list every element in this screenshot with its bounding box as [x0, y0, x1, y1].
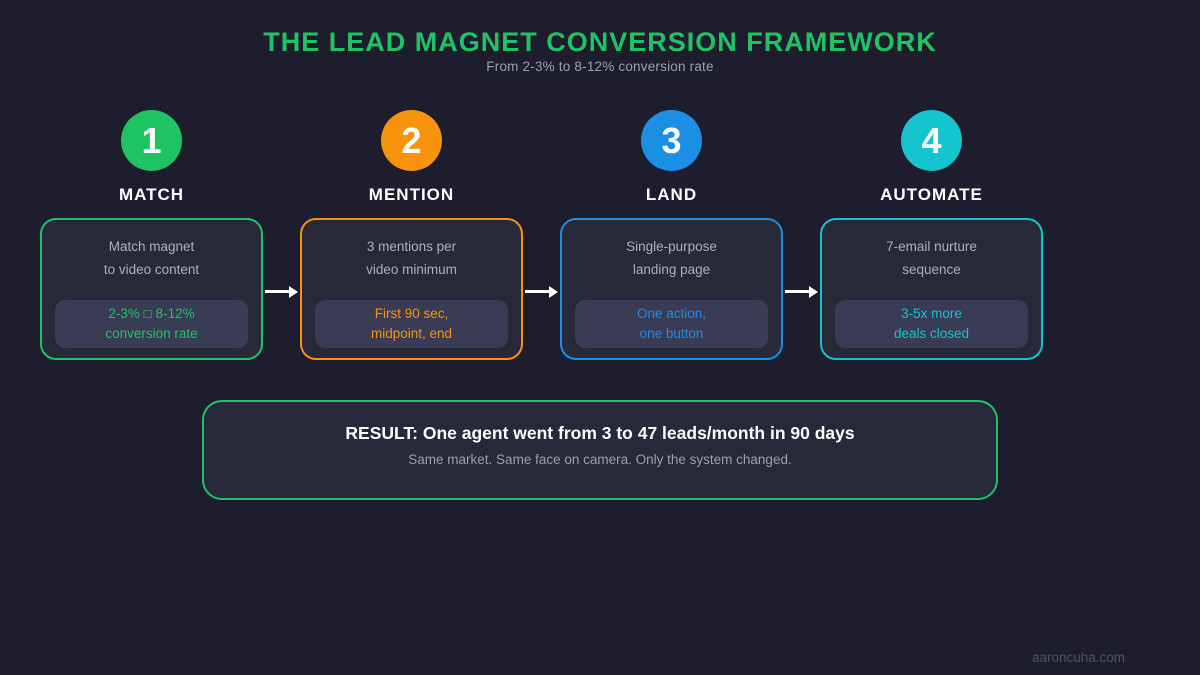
step-description-line: video minimum	[366, 261, 457, 277]
step-label: MATCH	[118, 185, 185, 204]
step-highlight-badge: 3-5x more deals closed	[835, 300, 1028, 348]
step-description: 7-email nurture sequence	[822, 220, 1041, 281]
page-subtitle: From 2-3% to 8-12% conversion rate	[486, 59, 714, 74]
step-highlight-badge: One action, one button	[575, 300, 768, 348]
step-number-badge: 4	[901, 110, 962, 171]
step-land-column: 3 LAND Single-purpose landing page One a…	[560, 110, 783, 360]
step-number-badge: 1	[121, 110, 182, 171]
step-highlight-line: one button	[639, 326, 704, 341]
arrow-stem	[265, 290, 290, 293]
step-card: Match magnet to video content 2-3% □ 8-1…	[40, 218, 263, 360]
step-match-column: 1 MATCH Match magnet to video content 2-…	[40, 110, 263, 360]
step-automate-column: 4 AUTOMATE 7-email nurture sequence 3-5x…	[820, 110, 1043, 360]
step-highlight-line: 2-3% □ 8-12%	[108, 306, 195, 321]
step-highlight-line: First 90 sec,	[374, 306, 449, 321]
step-highlight-line: One action,	[636, 306, 707, 321]
step-highlight-line: conversion rate	[105, 326, 198, 341]
step-description-line: 7-email nurture	[886, 239, 977, 254]
step-highlight-line: midpoint, end	[370, 326, 453, 341]
step-description-line: to video content	[103, 261, 200, 277]
arrow-head	[289, 285, 298, 298]
result-title: RESULT: One agent went from 3 to 47 lead…	[345, 423, 855, 443]
result-banner: RESULT: One agent went from 3 to 47 lead…	[202, 400, 998, 500]
arrow-right-icon	[263, 284, 300, 299]
step-number-badge: 2	[381, 110, 442, 171]
step-highlight-line: deals closed	[893, 326, 970, 341]
step-description-line: landing page	[632, 261, 711, 277]
step-number: 3	[661, 119, 682, 161]
arrow-head	[809, 285, 818, 298]
step-description: Single-purpose landing page	[562, 220, 781, 281]
step-label: MENTION	[368, 185, 455, 204]
step-card: 7-email nurture sequence 3-5x more deals…	[820, 218, 1043, 360]
watermark-text: aaroncuha.com	[1031, 650, 1125, 665]
step-number-badge: 3	[641, 110, 702, 171]
step-card: Single-purpose landing page One action, …	[560, 218, 783, 360]
step-label: LAND	[645, 185, 698, 204]
arrow-right-icon	[523, 284, 560, 299]
step-mention-column: 2 MENTION 3 mentions per video minimum F…	[300, 110, 523, 360]
step-highlight-badge: First 90 sec, midpoint, end	[315, 300, 508, 348]
arrow-stem	[525, 290, 550, 293]
result-subtitle: Same market. Same face on camera. Only t…	[408, 452, 792, 467]
step-description-line: 3 mentions per	[366, 239, 457, 254]
step-number: 1	[141, 119, 162, 161]
arrow-stem	[785, 290, 810, 293]
step-card: 3 mentions per video minimum First 90 se…	[300, 218, 523, 360]
step-description-line: sequence	[902, 261, 961, 277]
step-description-line: Single-purpose	[626, 239, 717, 254]
step-highlight-badge: 2-3% □ 8-12% conversion rate	[55, 300, 248, 348]
step-description: Match magnet to video content	[42, 220, 261, 281]
step-number: 4	[921, 119, 942, 161]
step-description-line: Match magnet	[108, 239, 195, 254]
page-title: THE LEAD MAGNET CONVERSION FRAMEWORK	[263, 27, 937, 57]
arrow-right-icon	[783, 284, 820, 299]
step-label: AUTOMATE	[880, 185, 983, 204]
arrow-head	[549, 285, 558, 298]
step-description: 3 mentions per video minimum	[302, 220, 521, 281]
step-number: 2	[401, 119, 422, 161]
step-highlight-line: 3-5x more	[901, 306, 962, 321]
